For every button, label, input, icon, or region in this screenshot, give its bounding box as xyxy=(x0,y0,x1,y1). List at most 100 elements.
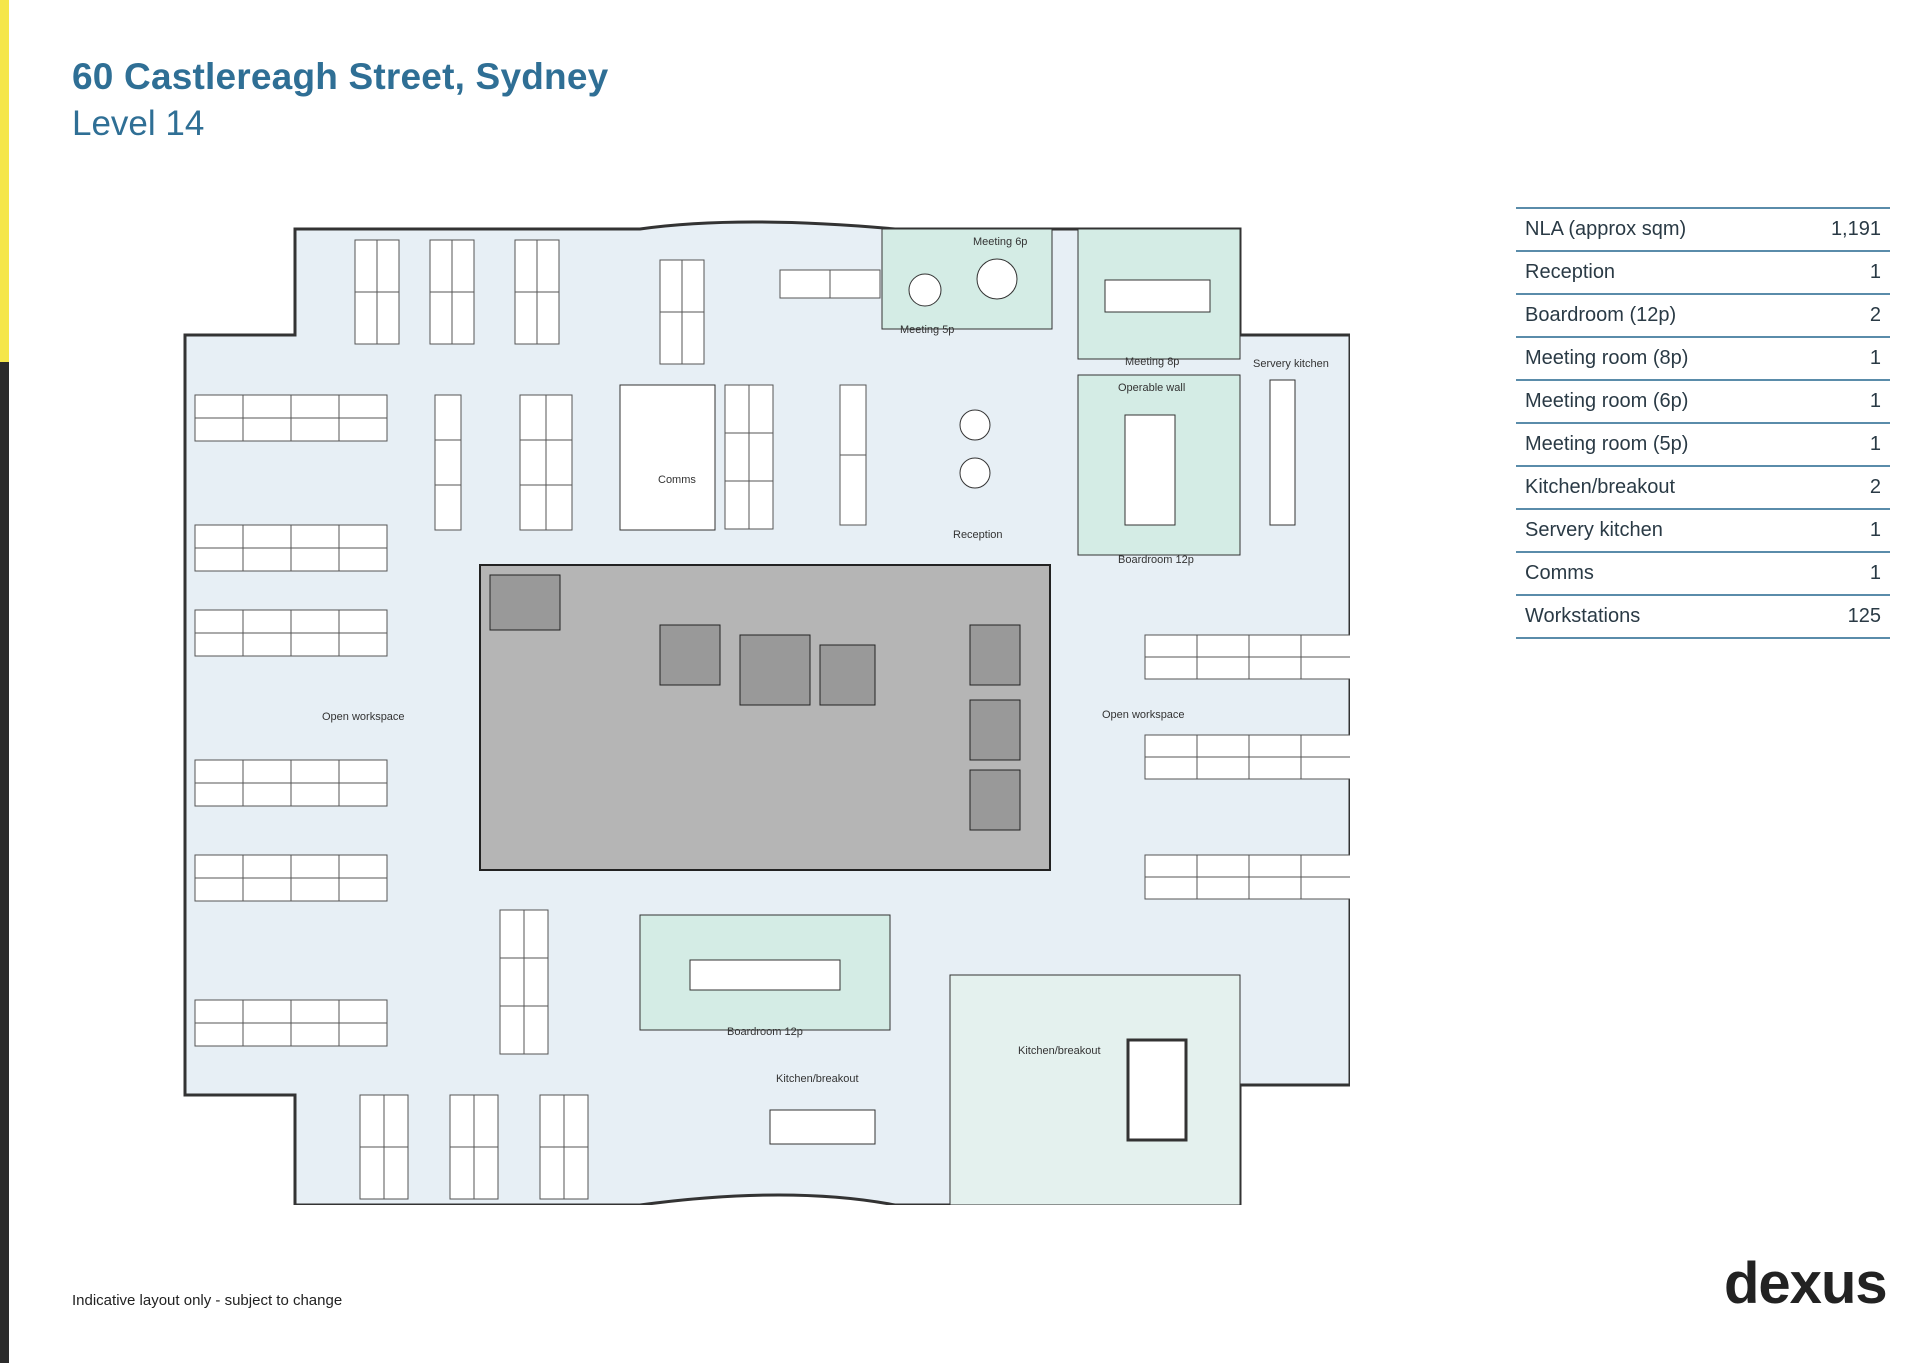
workstation-desk xyxy=(681,311,705,365)
accent-bar-yellow xyxy=(0,0,9,362)
label-reception: Reception xyxy=(953,529,1003,541)
workstation-desk xyxy=(1300,634,1350,658)
servery-bench xyxy=(1269,379,1296,526)
stats-value: 1 xyxy=(1787,422,1890,466)
workstation-desk xyxy=(1248,756,1302,780)
workstation-desk xyxy=(290,999,340,1024)
workstation-desk xyxy=(194,999,244,1024)
workstation-desk xyxy=(290,632,340,657)
workstation-desk xyxy=(338,547,388,572)
workstation-desk xyxy=(290,759,340,784)
stats-row: Meeting room (5p)1 xyxy=(1516,422,1890,466)
workstation-desk xyxy=(354,239,378,293)
workstation-desk xyxy=(1248,734,1302,758)
workstation-desk xyxy=(1248,854,1302,878)
workstation-desk xyxy=(1144,656,1198,680)
meeting-rooms-top xyxy=(881,228,1053,330)
stats-row: Meeting room (6p)1 xyxy=(1516,379,1890,423)
workstation-desk xyxy=(290,524,340,549)
workstation-desk xyxy=(194,632,244,657)
pool-table xyxy=(1126,1038,1188,1142)
disclaimer: Indicative layout only - subject to chan… xyxy=(72,1292,343,1309)
workstation-desk xyxy=(359,1094,385,1148)
workstation-desk xyxy=(242,524,292,549)
workstation-desk xyxy=(242,877,292,902)
stats-label: Comms xyxy=(1516,551,1788,595)
workstation-desk xyxy=(545,394,573,441)
stats-label: Servery kitchen xyxy=(1516,508,1788,552)
lift-shaft-7 xyxy=(969,769,1021,831)
workstation-desk xyxy=(434,439,462,486)
workstation-desk xyxy=(1248,656,1302,680)
workstation-desk xyxy=(748,384,774,434)
workstation-desk xyxy=(499,909,525,959)
label-boardroom-bottom: Boardroom 12p xyxy=(727,1026,803,1038)
meeting-6p-table xyxy=(976,258,1018,300)
workstation-desk xyxy=(242,417,292,442)
label-operable-wall: Operable wall xyxy=(1118,382,1185,394)
label-open-workspace-right: Open workspace xyxy=(1102,709,1185,721)
stats-value: 125 xyxy=(1787,594,1890,639)
lift-shaft-2 xyxy=(659,624,721,686)
workstation-desk xyxy=(519,394,547,441)
stats-value: 1 xyxy=(1787,379,1890,423)
reception-table-1 xyxy=(959,409,991,441)
workstation-desk xyxy=(681,259,705,313)
workstation-desk xyxy=(451,239,475,293)
workstation-desk xyxy=(1300,656,1350,680)
workstation-desk xyxy=(383,1094,409,1148)
workstation-desk xyxy=(1196,634,1250,658)
workstation-desk xyxy=(242,609,292,634)
workstation-desk xyxy=(539,1146,565,1200)
workstation-desk xyxy=(242,1022,292,1047)
workstation-desk xyxy=(434,484,462,531)
workstation-desk xyxy=(519,439,547,486)
workstation-desk xyxy=(499,1005,525,1055)
stats-label: Meeting room (8p) xyxy=(1516,336,1788,380)
workstation-desk xyxy=(434,394,462,441)
workstation-desk xyxy=(429,239,453,293)
meeting-5p-table xyxy=(908,273,942,307)
label-kitchen-right: Kitchen/breakout xyxy=(1018,1045,1101,1057)
workstation-desk xyxy=(514,291,538,345)
workstation-desk xyxy=(659,259,683,313)
workstation-desk xyxy=(1144,734,1198,758)
lift-shaft-6 xyxy=(969,699,1021,761)
workstation-desk xyxy=(242,759,292,784)
workstation-desk xyxy=(451,291,475,345)
workstation-desk xyxy=(290,782,340,807)
workstation-desk xyxy=(1248,876,1302,900)
workstation-desk xyxy=(473,1146,499,1200)
kitchen-bottom-table xyxy=(769,1109,876,1145)
lift-shaft-3 xyxy=(739,634,811,706)
workstation-desk xyxy=(659,311,683,365)
workstation-desk xyxy=(748,480,774,530)
stats-label: Workstations xyxy=(1516,594,1788,639)
workstation-desk xyxy=(359,1146,385,1200)
workstation-desk xyxy=(290,394,340,419)
workstation-desk xyxy=(338,759,388,784)
lift-shaft-1 xyxy=(489,574,561,631)
workstation-desk xyxy=(194,524,244,549)
workstation-desk xyxy=(563,1146,589,1200)
stats-label: Meeting room (5p) xyxy=(1516,422,1788,466)
workstation-desk xyxy=(338,877,388,902)
workstation-desk xyxy=(1144,634,1198,658)
stats-row: Boardroom (12p)2 xyxy=(1516,293,1890,337)
workstation-desk xyxy=(1144,756,1198,780)
workstation-desk xyxy=(290,417,340,442)
workstation-desk xyxy=(1196,854,1250,878)
workstation-desk xyxy=(194,877,244,902)
kitchen-right-zone xyxy=(949,974,1241,1205)
floor-plan-drawing: Meeting 6p Meeting 5p Meeting 8p Operabl… xyxy=(183,220,1350,1205)
stats-row: Meeting room (8p)1 xyxy=(1516,336,1890,380)
label-servery-kitchen: Servery kitchen xyxy=(1253,358,1329,370)
workstation-desk xyxy=(338,854,388,879)
lift-shaft-4 xyxy=(819,644,876,706)
stats-value: 2 xyxy=(1787,465,1890,509)
workstation-desk xyxy=(376,291,400,345)
workstation-desk xyxy=(242,999,292,1024)
